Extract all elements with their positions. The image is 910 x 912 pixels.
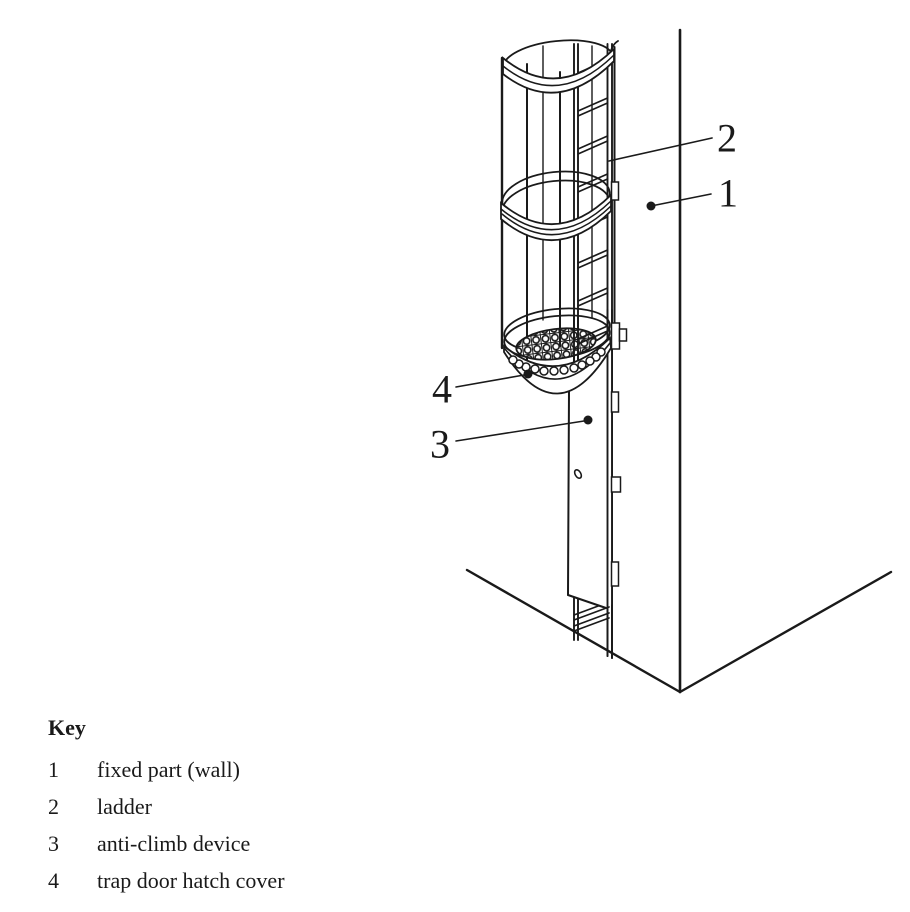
key: Key 1 fixed part (wall) 2 ladder 3 anti-… — [48, 714, 468, 899]
wall — [465, 28, 893, 694]
key-item-label: ladder — [97, 793, 152, 819]
hatch-mesh — [515, 327, 597, 361]
key-item: 4 trap door hatch cover — [48, 862, 468, 899]
callout-2: 2 — [717, 116, 737, 161]
key-item-num: 1 — [48, 756, 59, 782]
trap-door-hatch — [515, 327, 597, 361]
key-item-num: 3 — [48, 830, 59, 856]
callout-3: 3 — [430, 422, 450, 467]
key-item: 3 anti-climb device — [48, 825, 468, 862]
key-item-num: 4 — [48, 867, 59, 893]
leader-dot-3 — [583, 415, 593, 425]
key-heading: Key — [48, 715, 86, 740]
leader-2 — [608, 137, 713, 162]
key-item-label: fixed part (wall) — [97, 756, 240, 782]
cage-middle-hoop — [500, 170, 612, 241]
wall-brackets — [610, 181, 628, 587]
leader-dot-1 — [646, 201, 656, 211]
panel-keyhole — [573, 468, 583, 480]
cage-bottom-ring — [503, 336, 612, 395]
cage-top-hoop — [502, 39, 615, 94]
leader-4 — [455, 374, 525, 388]
leader-1 — [650, 193, 712, 207]
ladder-bottom-rungs — [573, 601, 610, 632]
leader-lines — [455, 137, 713, 442]
key-item-label: anti-climb device — [97, 830, 251, 856]
key-item: 1 fixed part (wall) — [48, 751, 468, 788]
callout-1: 1 — [718, 171, 738, 216]
key-item-num: 2 — [48, 793, 59, 819]
key-list: 1 fixed part (wall) 2 ladder 3 anti-clim… — [48, 751, 468, 899]
leader-3 — [455, 420, 585, 442]
callout-4: 4 — [432, 367, 452, 412]
anti-climb-panel — [567, 350, 612, 609]
ladder-rungs — [577, 59, 609, 307]
key-item: 2 ladder — [48, 788, 468, 825]
ring-perforations — [508, 347, 606, 376]
leader-dot-4 — [523, 369, 533, 379]
key-item-label: trap door hatch cover — [97, 867, 285, 893]
